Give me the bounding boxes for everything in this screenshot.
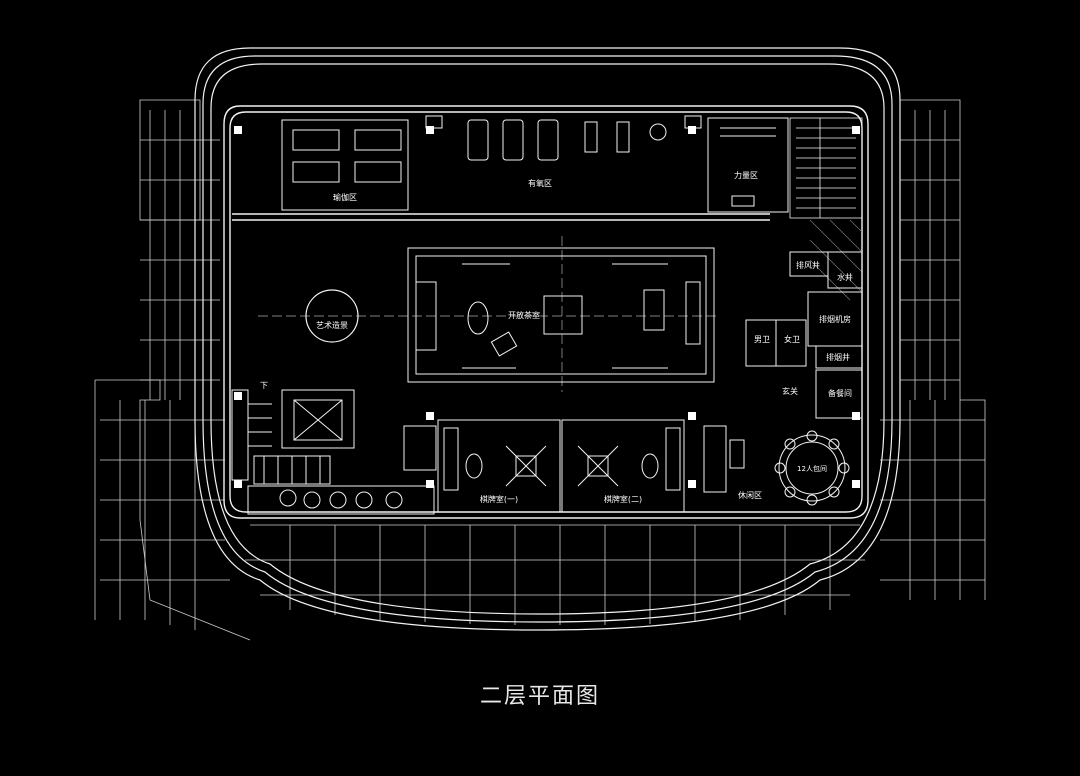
storage-label: 备餐间 — [828, 388, 852, 398]
vestibule-label: 玄关 — [782, 386, 798, 396]
wc-male-label: 男卫 — [754, 335, 770, 344]
aerobic-zone-label: 有氧区 — [528, 178, 552, 188]
exterior-grid-left — [94, 99, 251, 641]
interior-wall — [223, 105, 869, 519]
pipe-label: 排风井 — [796, 260, 820, 270]
chess-room-one — [437, 419, 561, 513]
wc-female-label: 女卫 — [784, 334, 800, 344]
lounge-dining — [703, 425, 850, 506]
service-rooms — [745, 251, 863, 419]
water-room-label: 水井 — [837, 272, 853, 282]
axis-lines — [258, 236, 720, 392]
elevator-core — [231, 389, 355, 485]
lounge-label: 休闲区 — [738, 490, 762, 500]
down-arrow-label: 下 — [260, 381, 268, 390]
planters — [247, 425, 437, 515]
art-landscape-label: 艺术造景 — [316, 320, 348, 330]
exterior-grid-right — [880, 99, 986, 600]
tea-room — [407, 247, 715, 383]
art-landscape — [305, 289, 359, 343]
structural-columns — [234, 126, 860, 488]
yoga-room: 瑜伽区 — [281, 119, 409, 211]
building-shell — [194, 47, 901, 631]
chess-room-two — [561, 419, 685, 513]
aerobic-zone — [425, 115, 702, 161]
strength-zone-label: 力量区 — [734, 170, 758, 180]
stair-northeast — [789, 117, 863, 219]
tea-room-label: 开放茶室 — [508, 310, 540, 320]
shaft-hatch — [809, 219, 863, 301]
chess-room-two-label: 棋牌室(二) — [604, 494, 642, 504]
exterior-grid-bottom — [245, 524, 865, 625]
chess-room-one-label: 棋牌室(一) — [480, 494, 518, 504]
smoke-well-label: 排烟井 — [826, 352, 850, 362]
yoga-room-label: 瑜伽区 — [333, 192, 357, 202]
dining-room-label: 12人包间 — [797, 464, 827, 473]
drawing-caption: 二层平面图 — [479, 684, 600, 709]
strength-zone — [707, 117, 789, 213]
smoke-room-label: 排烟机房 — [819, 314, 851, 324]
